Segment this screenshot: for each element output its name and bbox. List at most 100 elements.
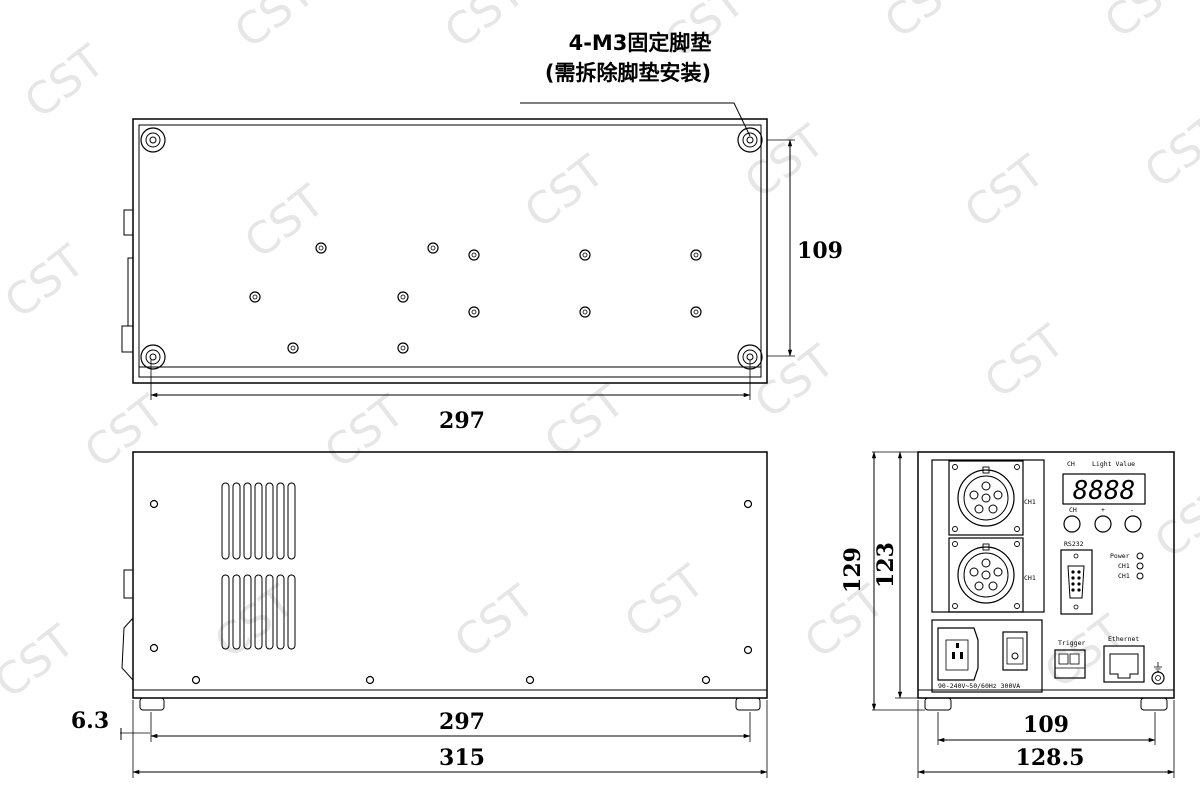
connector-pin [981,481,991,491]
watermark-text: CST [435,0,534,59]
side-connector-top [123,569,134,599]
front-inner-width-label: 109 [1023,712,1069,738]
side-screw-hole [191,675,201,685]
mounting-foot [140,127,166,153]
ch1-indicator-led-a [1136,562,1144,570]
front-panel-view: CH1 CH1 CH Light Value 8888 CH + - RS232… [840,451,1175,778]
rs232-pin [1071,570,1075,574]
connector-pin [981,493,991,503]
connector-pin [974,581,984,591]
screw-hole-center [252,294,258,300]
connector-ring [957,546,1015,604]
watermark-text: CST [445,576,544,669]
screw-hole-center [430,245,436,251]
watermark-text: CST [735,116,834,209]
trigger-terminal[interactable] [1054,649,1086,679]
inner-width-dimension-label: 297 [439,709,485,735]
front-outer-width-label: 128.5 [1016,745,1085,771]
rs232-pin [1077,582,1081,586]
connector-flange-screw [1014,603,1020,609]
rs232-pins [1071,570,1081,592]
connector-pin [969,490,979,500]
vent-slot [254,574,263,650]
mounting-foot-hole [149,136,157,144]
connector-pin [969,567,979,577]
bottom-view-outline [132,118,768,384]
screw-hole [397,342,409,354]
connector-pin [981,558,991,568]
side-screw-hole [525,675,535,685]
ch-button[interactable] [1063,515,1081,533]
connector-pin [988,581,998,591]
minus-button[interactable] [1124,515,1142,533]
vent-slot [265,574,274,650]
connector-pin [993,567,1003,577]
connector-pin [981,570,991,580]
mounting-foot-callout: 4-M3固定脚垫 (需拆除脚垫安装) [520,31,751,137]
rs232-pin [1077,588,1081,592]
watermark-text: CST [1095,0,1194,49]
callout-line-1: 4-M3固定脚垫 [569,31,712,55]
ventilation-slots [221,482,296,650]
screw-hole [468,306,480,318]
rs232-screw-top [1073,553,1079,559]
ac-pin-left [952,652,955,659]
ac-pin-right [960,652,963,659]
front-foot-left [924,697,952,711]
vent-slot [221,482,230,560]
label-light-value: Light Value [1092,460,1135,468]
plus-button[interactable] [1094,515,1112,533]
screw-hole-center [471,252,477,258]
bottom-view-edge [138,366,762,378]
power-switch[interactable] [1002,631,1028,671]
watermark-text: CST [315,386,414,479]
rs232-port[interactable] [1067,565,1085,599]
power-switch-symbol [1011,652,1019,660]
watermark-text: CST [0,236,94,329]
connector-key [982,466,990,474]
watermark-text: CST [975,316,1074,409]
screw-hole [397,291,409,303]
side-screw-hole [743,645,753,655]
side-view: 6.3 297 315 [71,451,768,778]
label-trigger: Trigger [1058,639,1085,647]
side-connector-bottom [121,617,134,681]
side-screw-hole [149,499,159,509]
power-module-frame [931,619,1043,693]
ground-terminal-center [1155,675,1161,681]
side-screw-hole [701,675,711,685]
callout-line-2: (需拆除脚垫安装) [545,61,711,85]
width-dimension-label: 297 [439,408,485,434]
connector-flange-screw [952,464,958,470]
mounting-foot [737,127,763,153]
ch1-indicator-led-b [1136,572,1144,580]
vent-slot [221,574,230,650]
connector-flange-screw [1014,464,1020,470]
ac-pin-ground [956,643,959,648]
vent-slot [287,482,296,560]
vent-slot [232,482,241,560]
ac-inlet[interactable] [937,627,979,681]
ground-icon [1154,662,1162,672]
output-connector-2 [948,537,1024,613]
connector-flange-screw [952,603,958,609]
screw-hole [315,242,327,254]
foot-dimension-label: 6.3 [71,708,109,734]
vent-slot [287,574,296,650]
power-indicator-led [1136,552,1144,560]
bottom-view: 109 297 [121,118,843,434]
screw-hole-center [318,245,324,251]
side-protrusion-top [123,209,134,236]
label-ch: CH [1067,460,1075,468]
watermark-text: CST [875,0,974,49]
watermark-text: CST [15,36,114,129]
connector-face [963,552,1009,598]
vent-slot [243,574,252,650]
rs232-pin [1071,588,1075,592]
connector-flange [948,537,1024,613]
output-connector-1 [948,460,1024,536]
front-height-outer-label: 129 [840,547,866,593]
ethernet-port[interactable] [1109,653,1139,679]
